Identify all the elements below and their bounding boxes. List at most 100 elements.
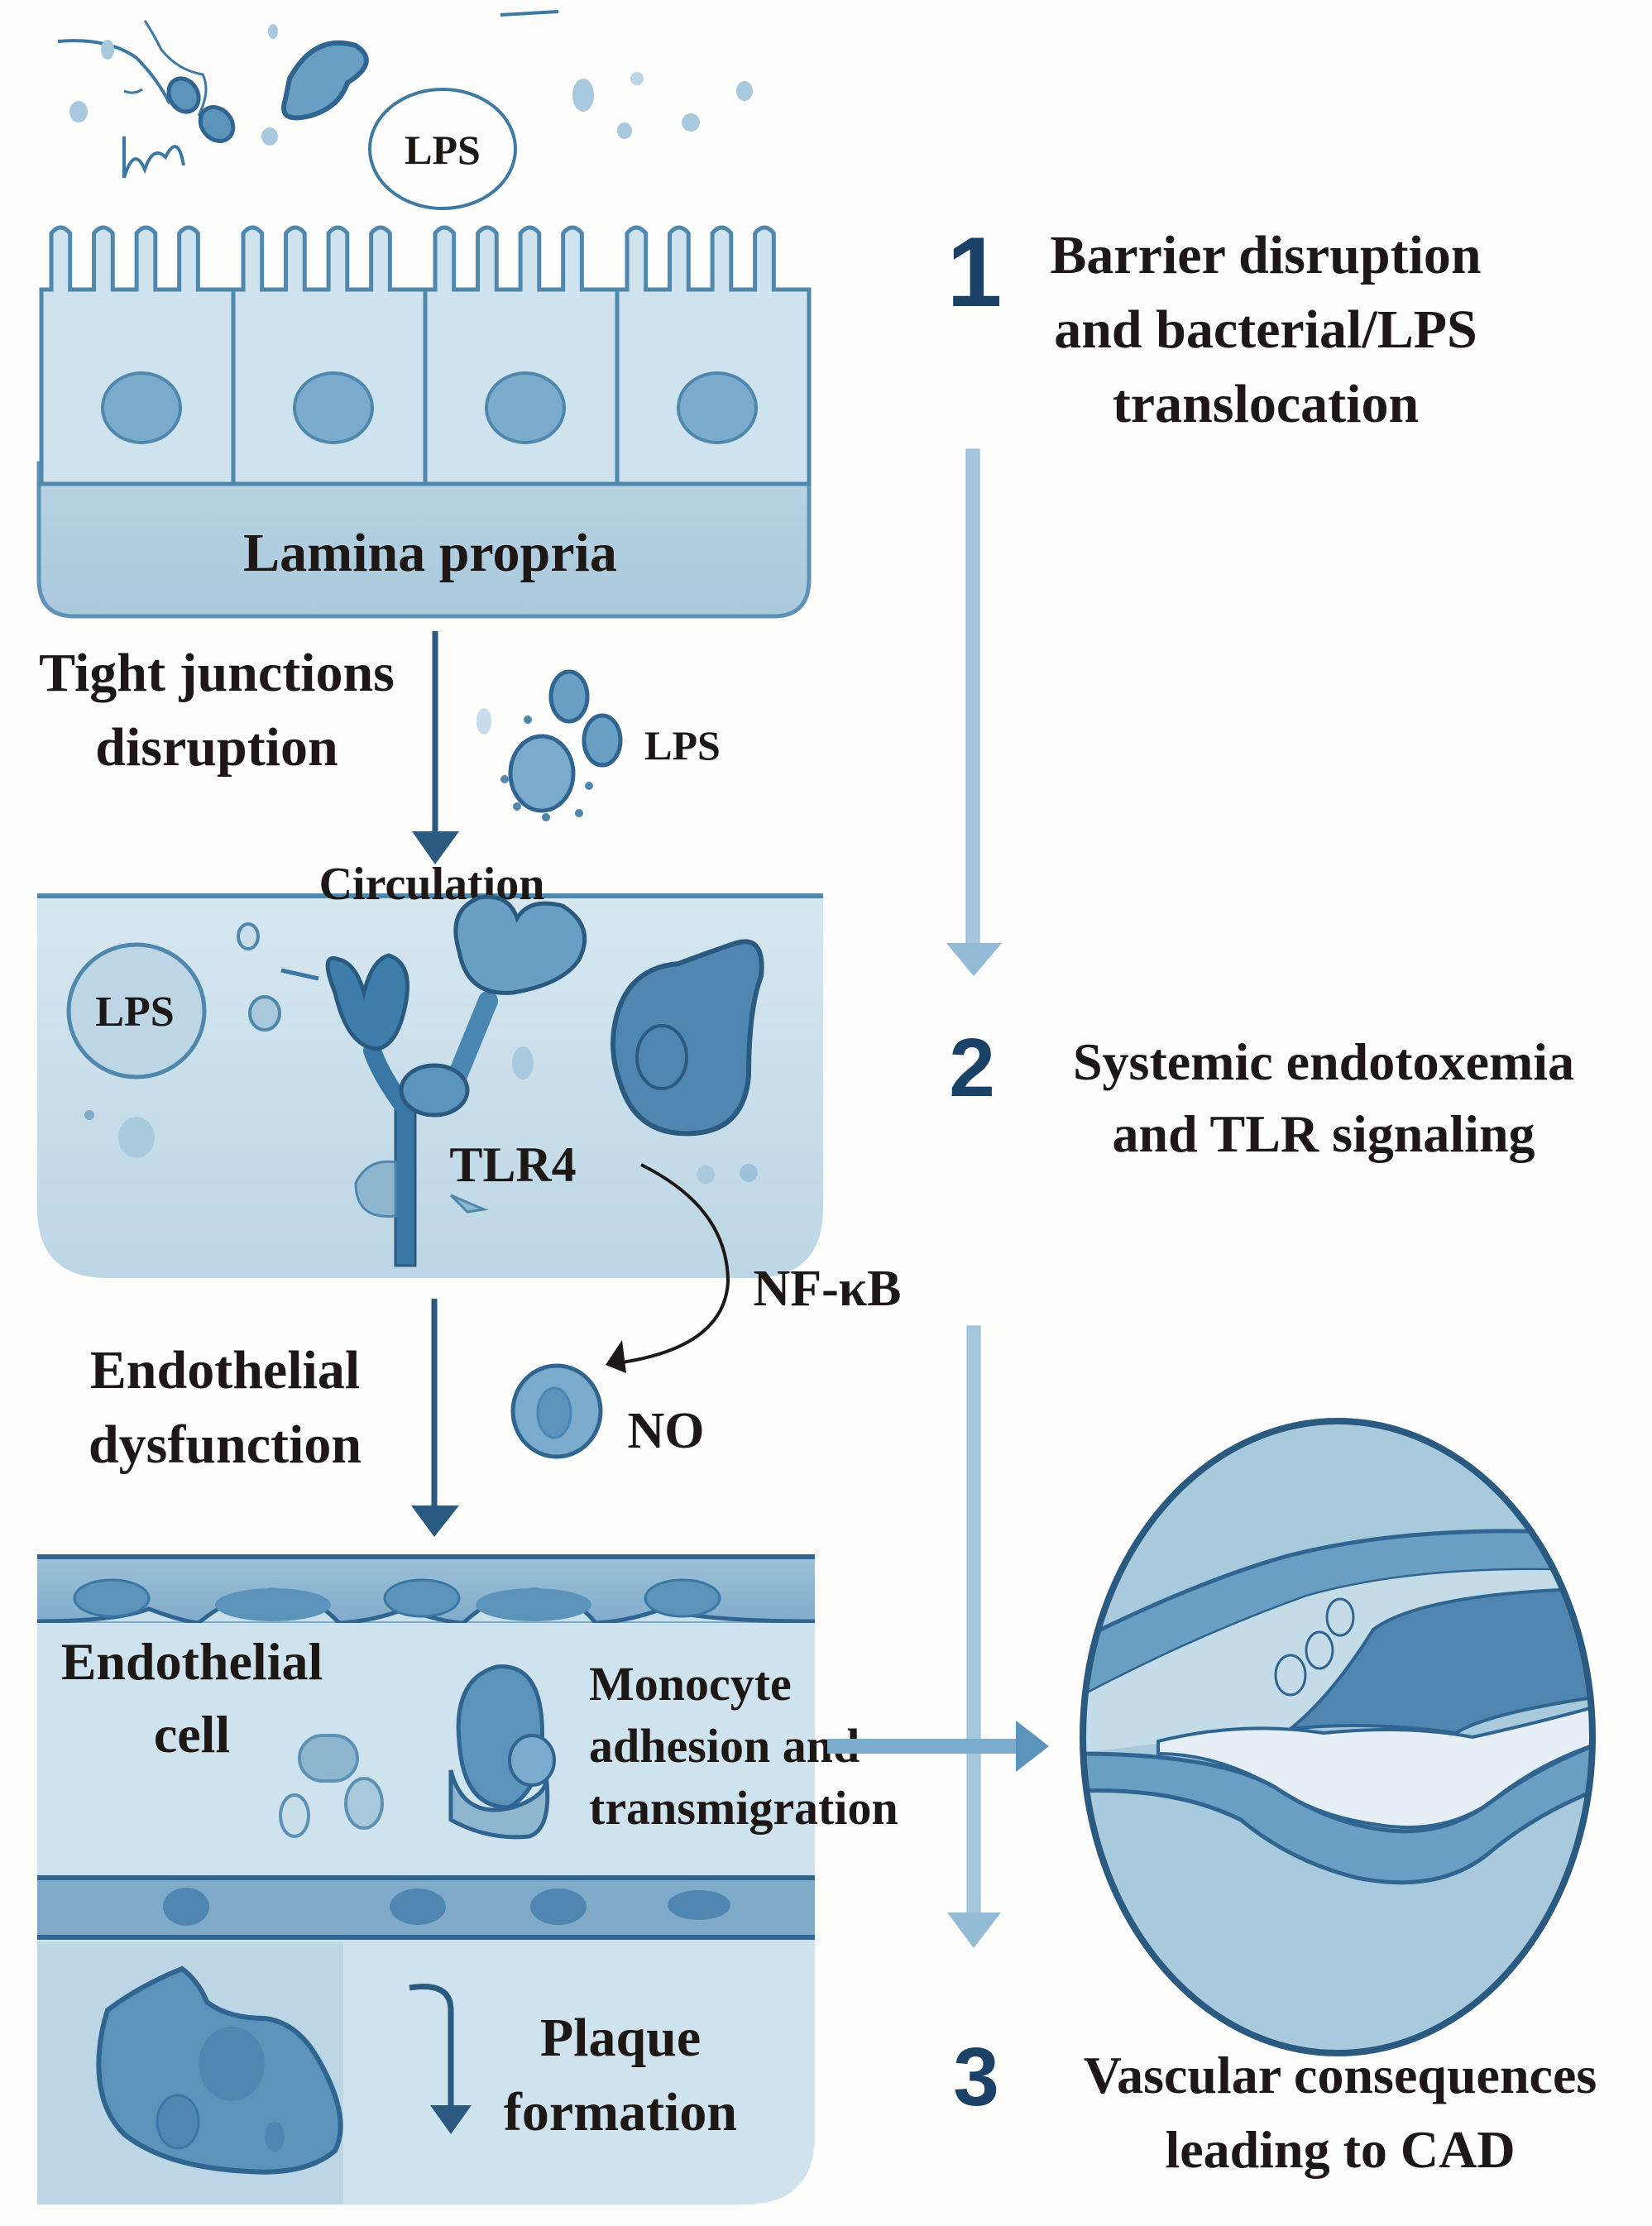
endothelial-nucleus-icon — [73, 1578, 151, 1618]
foam-cell-vacuole-icon — [156, 2094, 200, 2150]
dot-icon — [84, 1110, 94, 1120]
intestinal-epithelium: Lamina propria — [36, 225, 812, 619]
step-2-line-1: Systemic endotoxemia — [1073, 1032, 1574, 1091]
lps-particle-icon — [582, 713, 623, 768]
endothelial-dysfunction-label-2: dysfunction — [89, 1415, 362, 1475]
particle-icon — [237, 922, 260, 950]
step-2-to-3-arrow — [947, 1325, 1001, 1948]
fragment-icon — [500, 10, 559, 17]
endothelial-nucleus-icon — [644, 1578, 721, 1618]
arrowhead-right-icon — [1016, 1721, 1049, 1772]
spiral-bacterium-icon — [122, 136, 185, 179]
lipid-droplet-icon — [1305, 1630, 1334, 1670]
dot-icon — [524, 716, 532, 724]
epithelial-cell-icon — [231, 225, 428, 486]
immune-cell-nucleus-icon — [635, 1024, 688, 1090]
nfkb-label: NF-κB — [753, 1261, 901, 1317]
monocyte-label-3: transmigration — [589, 1781, 898, 1835]
circulation-panel: Circulation LPS TLR4 — [37, 859, 823, 1278]
particle-icon — [736, 81, 753, 101]
particle-icon — [476, 708, 491, 735]
dot-icon — [542, 813, 550, 821]
endothelial-cell-label-2: cell — [154, 1705, 230, 1764]
step-2: 2 Systemic endotoxemia and TLR signaling — [949, 1022, 1574, 1163]
endothelial-cell-label-1: Endothelial — [61, 1632, 323, 1691]
cell-nucleus-icon — [293, 371, 374, 444]
cell-nucleus-icon — [677, 371, 758, 444]
monocyte-icon — [448, 1664, 556, 1840]
tight-junctions-label: Tight junctions — [39, 643, 395, 703]
plaque-arrow-icon — [409, 1984, 454, 2109]
artery-pointer-arrow — [827, 1721, 1049, 1772]
smooth-muscle-nucleus-icon — [668, 1890, 730, 1920]
step-1-line-3: translocation — [1113, 374, 1419, 434]
lps-bubble-label: LPS — [95, 989, 174, 1036]
epithelial-cell-icon — [39, 225, 236, 486]
blood-cell-icon — [279, 1793, 310, 1838]
particle-icon — [118, 1117, 155, 1158]
lipid-droplet-icon — [1274, 1654, 1307, 1697]
artery-outline — [1080, 1418, 1596, 2056]
lamina-propria-label: Lamina propria — [243, 523, 617, 583]
lipid-droplet-icon — [1325, 1597, 1355, 1637]
plaque-label-1: Plaque — [540, 2008, 701, 2068]
particle-icon — [572, 79, 594, 112]
particle-icon — [261, 127, 278, 146]
dot-icon — [740, 1164, 758, 1182]
monocyte-label-1: Monocyte — [589, 1657, 792, 1711]
lamina-propria-layer — [36, 461, 812, 619]
endothelial-nucleus-icon — [215, 1588, 331, 1621]
curved-arrow-icon — [615, 1163, 730, 1365]
epithelial-cell-icon — [423, 225, 620, 486]
rod-bacterium-icon — [281, 40, 369, 121]
arrowhead-down-icon — [947, 1912, 1001, 1948]
particle-icon — [268, 24, 278, 39]
arrowhead-down-icon — [411, 1506, 459, 1537]
arrowhead-down-icon — [430, 2105, 472, 2134]
lps-label: LPS — [644, 722, 721, 768]
step-1-line-2: and bacterial/LPS — [1054, 299, 1477, 360]
lps-particle-icon — [548, 669, 590, 724]
particle-icon — [69, 101, 88, 122]
lps-bubble — [66, 942, 207, 1079]
smooth-muscle-nucleus-icon — [390, 1889, 446, 1925]
step-1-number: 1 — [947, 217, 1003, 328]
flagellum-icon — [143, 20, 208, 117]
disruption-label: disruption — [95, 717, 338, 778]
step-3-line-1: Vascular consequences — [1084, 2046, 1597, 2104]
smooth-muscle-nucleus-icon — [163, 1888, 209, 1926]
dot-icon — [575, 809, 583, 817]
cell-nucleus-icon — [101, 371, 182, 444]
particle-icon — [512, 1046, 534, 1079]
step-1: 1 Barrier disruption and bacterial/LPS t… — [947, 217, 1482, 434]
lps-bubble — [368, 88, 517, 210]
tlr4-receptor-icon — [280, 894, 587, 1267]
step-2-line-2: and TLR signaling — [1112, 1104, 1535, 1163]
tlr4-label: TLR4 — [449, 1137, 576, 1192]
flagellum-fragment-icon — [123, 88, 143, 94]
arrowhead-down-icon — [412, 831, 459, 864]
flagellum-icon — [57, 39, 171, 104]
cell-nucleus-icon — [485, 371, 566, 444]
diplococcus-bacterium-icon — [198, 105, 236, 143]
dot-icon — [697, 1166, 715, 1184]
no-cell-nucleus-icon — [536, 1386, 572, 1439]
plaque-label-2: formation — [504, 2082, 737, 2142]
endothelial-nucleus-icon — [476, 1588, 591, 1621]
step-3-line-2: leading to CAD — [1165, 2120, 1515, 2179]
lps-bubble-label: LPS — [405, 127, 481, 173]
nfkb-signaling: NF-κB — [606, 1163, 902, 1373]
particle-icon — [630, 72, 644, 85]
gut-lumen-bacteria: LPS — [57, 10, 753, 210]
monocyte-label-2: adhesion and — [589, 1719, 860, 1773]
smooth-muscle-nucleus-icon — [530, 1889, 587, 1925]
particle-icon — [101, 40, 114, 60]
endothelial-dysfunction-transition: Endothelial dysfunction NO — [89, 1299, 705, 1537]
particle-icon — [617, 122, 632, 139]
dot-icon — [513, 802, 521, 811]
epithelial-cell-icon — [615, 225, 812, 486]
step-3: 3 Vascular consequences leading to CAD — [953, 2031, 1597, 2179]
step-3-number: 3 — [953, 2031, 999, 2123]
blood-cell-icon — [344, 1777, 384, 1830]
